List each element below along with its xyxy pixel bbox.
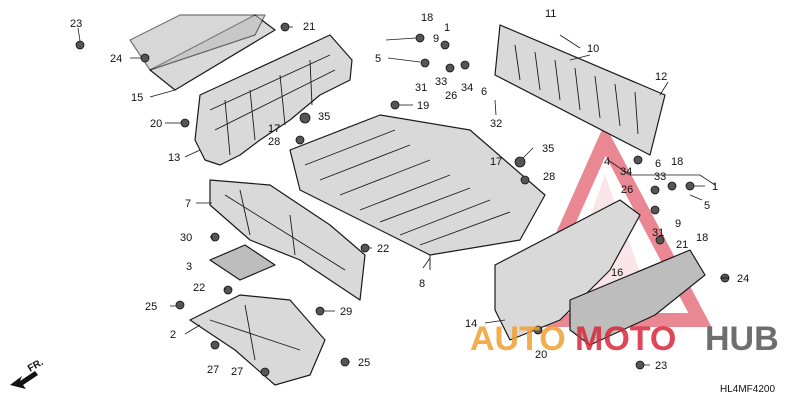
callout-15: 15	[131, 92, 143, 104]
callout-29: 29	[340, 306, 352, 318]
tailgate	[494, 24, 666, 156]
callout-28: 28	[268, 136, 280, 148]
callout-33b: 33	[654, 171, 666, 183]
left-side-panel	[194, 34, 353, 166]
callout-8: 8	[419, 278, 425, 290]
watermark-text: AUTO MOTO HUB	[470, 320, 779, 358]
callout-23b: 23	[655, 360, 667, 372]
callout-34: 34	[461, 82, 473, 94]
callout-35: 35	[318, 111, 330, 123]
cargo-bed	[289, 114, 546, 270]
watermark-text-mid: MOTO	[575, 320, 676, 358]
callout-6: 6	[481, 86, 487, 98]
callout-18: 18	[421, 12, 433, 24]
callout-34b: 34	[620, 166, 632, 178]
callout-2: 2	[170, 329, 176, 341]
callout-33: 33	[435, 76, 447, 88]
diagram-code: HL4MF4200	[720, 384, 775, 395]
callout-6b: 6	[655, 158, 661, 170]
callout-12: 12	[655, 71, 667, 83]
front-direction-arrow	[10, 371, 38, 389]
watermark-text-right: HUB	[705, 320, 779, 358]
callout-4: 4	[604, 156, 610, 168]
lower-cover	[189, 294, 326, 386]
callout-26b: 26	[621, 184, 633, 196]
callout-20b: 20	[535, 349, 547, 361]
watermark-text-left: AUTO	[470, 320, 566, 358]
callout-25: 25	[145, 301, 157, 313]
callout-21: 21	[303, 21, 315, 33]
mounting-plate	[209, 244, 276, 281]
callout-28b: 28	[543, 171, 555, 183]
callout-31b: 31	[652, 227, 664, 239]
callout-21b: 21	[676, 239, 688, 251]
callout-17: 17	[268, 123, 280, 135]
callout-labels: 23 21 24 15 20 13 18 1 9 5 33 31 26 34 6…	[70, 8, 749, 378]
fasteners	[75, 22, 730, 377]
front-frame-member	[209, 179, 366, 301]
callout-18b: 18	[671, 156, 683, 168]
callout-30: 30	[180, 232, 192, 244]
callout-26: 26	[445, 90, 457, 102]
callout-9b: 9	[675, 218, 681, 230]
callout-1b: 1	[712, 181, 718, 193]
callout-1: 1	[444, 22, 450, 34]
callout-31: 31	[415, 82, 427, 94]
callout-18c: 18	[696, 232, 708, 244]
callout-3: 3	[186, 261, 192, 273]
callout-16: 16	[611, 267, 623, 279]
callout-24: 24	[110, 53, 122, 65]
callout-27: 27	[207, 364, 219, 376]
callout-14: 14	[465, 318, 477, 330]
upper-side-cover	[129, 14, 276, 91]
callout-25b: 25	[358, 357, 370, 369]
callout-17b: 17	[490, 156, 502, 168]
callout-23: 23	[70, 18, 82, 30]
callout-13: 13	[168, 152, 180, 164]
callout-10: 10	[587, 43, 599, 55]
callout-24b: 24	[737, 273, 749, 285]
callout-32: 32	[490, 118, 502, 130]
callout-27b: 27	[231, 366, 243, 378]
callout-19: 19	[417, 100, 429, 112]
callout-11: 11	[545, 8, 556, 20]
right-side-panel	[494, 199, 706, 346]
callout-22b: 22	[193, 282, 205, 294]
callout-22: 22	[377, 243, 389, 255]
leader-lines	[77, 26, 729, 366]
callout-5: 5	[375, 53, 381, 65]
front-indicator-label: FR.	[26, 357, 46, 375]
callout-7: 7	[185, 198, 191, 210]
callout-35b: 35	[542, 143, 554, 155]
callout-20: 20	[150, 118, 162, 130]
callout-9: 9	[433, 33, 439, 45]
callout-5b: 5	[704, 200, 710, 212]
